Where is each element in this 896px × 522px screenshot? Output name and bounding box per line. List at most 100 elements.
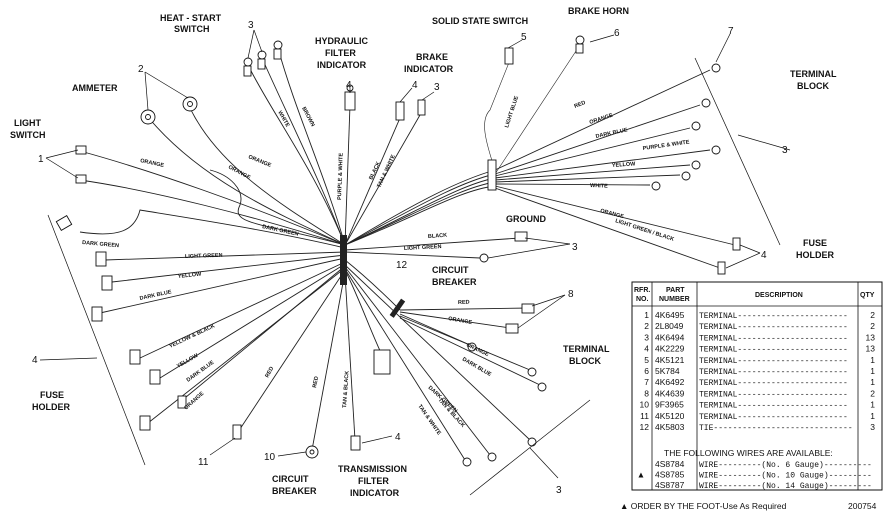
callout-4-brake: 4 [412, 80, 418, 91]
label-light-switch-2: SWITCH [10, 130, 46, 140]
cell-part-number: 4K6495 [655, 310, 685, 320]
cell-marker: ▲ [637, 470, 645, 480]
component-labels: HEAT - START SWITCH HYDRAULIC FILTER IND… [10, 6, 837, 498]
tie-top-right [487, 159, 497, 191]
wire-label: RED [458, 300, 470, 306]
wire-label: WHITE [590, 183, 608, 190]
wire-label: RED [264, 366, 275, 379]
cell-part-number: 4K6494 [655, 332, 685, 342]
wire-label: TAN & WHITE [416, 404, 442, 437]
cell-description: WIRE---------(No. 14 Gauge)--------- [699, 482, 872, 491]
wire-label: DARK BLUE [595, 127, 628, 140]
cell-description: TERMINAL----------------------- [699, 413, 848, 422]
cell-qty: 3 [870, 422, 875, 432]
cell-rfr-no: 3 [644, 332, 649, 342]
callout-2-ammeter: 2 [138, 64, 144, 75]
label-trans-2: FILTER [358, 476, 389, 486]
callout-8: 8 [568, 289, 574, 300]
label-cb-bottom-1: CIRCUIT [272, 474, 309, 484]
cell-part-number: 5K784 [655, 366, 680, 376]
central-tie-bar [340, 235, 347, 285]
terminal-fuse-l-3 [101, 275, 113, 291]
wire-label: LIGHT BLUE [504, 95, 520, 129]
label-ammeter: AMMETER [72, 83, 118, 93]
label-fuse-r-2: HOLDER [796, 250, 835, 260]
label-trans-3: INDICATOR [350, 488, 400, 498]
terminal-solid-state [504, 47, 514, 65]
cell-description: TERMINAL----------------------- [699, 402, 848, 411]
label-light-switch-1: LIGHT [14, 118, 41, 128]
harness-wires [79, 44, 736, 461]
wire-label: ORANGE [448, 316, 473, 326]
terminal-horn [575, 35, 585, 54]
cell-qty: 2 [870, 310, 875, 320]
header-rfr-2: NO. [636, 296, 649, 303]
wire-label: BROWN [300, 106, 315, 128]
cell-part-number: 4K4639 [655, 388, 685, 398]
cell-part-number: 4K5803 [655, 422, 685, 432]
terminal-fuse-l-4 [91, 306, 103, 322]
wire-label: LIGHT GREEN [404, 244, 442, 252]
terminal-tb-5 [487, 452, 497, 462]
terminal-brake-1 [395, 101, 405, 121]
terminal-fuse-l-8 [139, 415, 151, 431]
label-term-block-bot-2: BLOCK [569, 356, 601, 366]
wire-label: BLACK [428, 233, 448, 240]
cell-rfr-no: 1 [644, 310, 649, 320]
terminal-block-r-3 [691, 121, 701, 131]
label-hydraulic-3: INDICATOR [317, 60, 367, 70]
terminal-tb-1 [467, 342, 477, 352]
terminal-block-r-5 [691, 160, 701, 170]
callout-3-heat: 3 [248, 20, 254, 31]
cell-rfr-no: 7 [644, 377, 649, 387]
wire-label: YELLOW [612, 161, 637, 169]
terminal-tb-3 [537, 382, 547, 392]
terminal-light-2 [75, 174, 87, 184]
cell-rfr-no: 5 [644, 355, 649, 365]
terminal-fuse-l-6 [149, 369, 161, 385]
terminal-block-r-1 [711, 63, 721, 73]
cell-description: TERMINAL----------------------- [699, 390, 848, 399]
cell-qty: 13 [866, 344, 876, 354]
terminal-heat-2 [257, 50, 267, 70]
wire-color-labels: ORANGE ORANGE ORANGE WHITE BROWN PURPLE … [82, 95, 690, 437]
table-row: 1 4K6495 TERMINAL----------------------- 2 [644, 310, 875, 321]
cell-description: TERMINAL----------------------- [699, 312, 848, 321]
cell-part-number: 4S8785 [655, 470, 685, 480]
callout-10: 10 [264, 452, 276, 463]
wire-label: PURPLE & WHITE [337, 153, 345, 201]
callout-1-light: 1 [38, 154, 44, 165]
cell-part-number: 9F3965 [655, 400, 684, 410]
label-fuse-r-1: FUSE [803, 238, 827, 248]
cell-part-number: 4S8787 [655, 480, 685, 490]
cell-rfr-no: 12 [640, 422, 650, 432]
wire-label: TAN & BLACK [342, 371, 351, 409]
callout-leaders [45, 29, 761, 479]
cell-rfr-no: 8 [644, 388, 649, 398]
cell-rfr-no: 6 [644, 366, 649, 376]
cell-rfr-no: 2 [644, 321, 649, 331]
wire-label: RED [574, 100, 587, 110]
wire-label: TAN & WHITE [376, 154, 397, 189]
cell-description: TERMINAL----------------------- [699, 346, 848, 355]
terminals [55, 35, 741, 467]
label-hydraulic-2: FILTER [325, 48, 356, 58]
cell-description: TERMINAL----------------------- [699, 334, 848, 343]
terminal-fuse-l-2 [95, 251, 107, 267]
wire-label: RED [312, 376, 320, 389]
figure-number: 200754 [848, 501, 877, 511]
wire-label: YELLOW [176, 352, 200, 369]
wire-label: ORANGE [465, 342, 490, 358]
cell-qty: 2 [870, 321, 875, 331]
cell-part-number: 4K5121 [655, 355, 685, 365]
wire-label: LIGHT GREEN / BLACK [614, 218, 674, 243]
footnote: ▲ ORDER BY THE FOOT-Use As Required [620, 501, 787, 511]
terminal-heat-3 [273, 40, 283, 60]
header-part-1: PART [666, 287, 685, 294]
cell-description: TERMINAL----------------------- [699, 357, 848, 366]
